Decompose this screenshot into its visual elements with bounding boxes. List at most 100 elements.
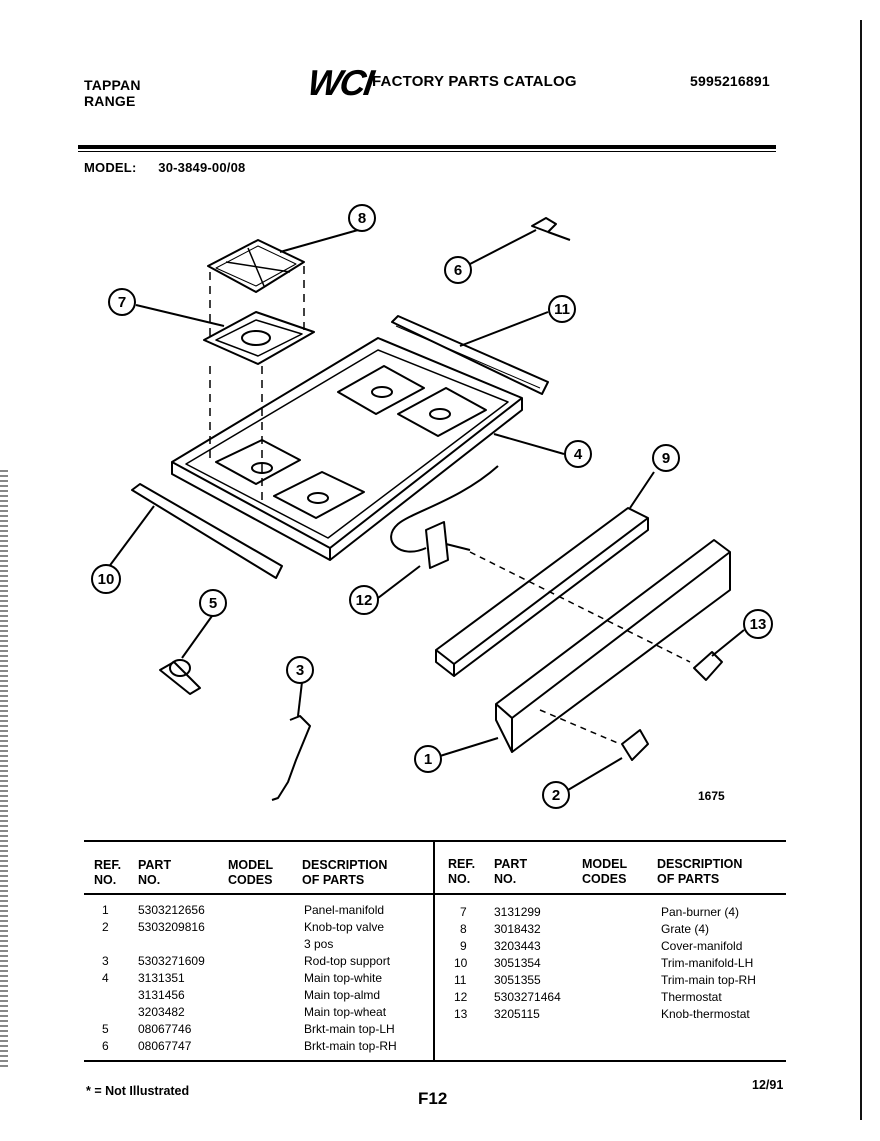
hdr-text: NO.	[138, 873, 161, 887]
thermostat	[425, 521, 449, 569]
ref-no: 10	[454, 956, 468, 970]
callout-2: 2	[542, 781, 570, 809]
callout-9: 9	[652, 444, 680, 472]
callout-6: 6	[444, 256, 472, 284]
cover-manifold	[435, 507, 649, 665]
table-header-rule	[84, 893, 786, 895]
part-no: 5303212656	[138, 903, 205, 917]
svg-text:9: 9	[662, 450, 670, 467]
part-no: 08067747	[138, 1039, 192, 1053]
figure-number: 1675	[698, 789, 725, 803]
model-value: 30-3849-00/08	[158, 160, 246, 175]
part-desc: Thermostat	[661, 990, 722, 1004]
part-no: 3131456	[138, 988, 185, 1002]
header-rule	[78, 145, 776, 149]
ref-no: 1	[102, 903, 109, 917]
part-no: 3131299	[494, 905, 541, 919]
hdr-text: NO.	[94, 873, 117, 887]
part-no: 3205115	[494, 1007, 540, 1021]
ref-no: 9	[460, 939, 467, 953]
hdr-part-right: PART NO.	[494, 857, 527, 887]
ref-no: 7	[460, 905, 467, 919]
knob-top-valve	[621, 729, 649, 761]
brand-line2: RANGE	[84, 93, 136, 109]
part-no: 08067746	[138, 1022, 192, 1036]
callout-11: 11	[548, 295, 576, 323]
trim-main-top-rh	[391, 315, 549, 395]
part-no: 5303271609	[138, 954, 205, 968]
model-label: MODEL:	[84, 160, 137, 175]
hdr-text: REF.	[448, 857, 476, 871]
part-desc: Pan-burner (4)	[661, 905, 740, 919]
callout-3: 3	[286, 656, 314, 684]
hdr-text: OF PARTS	[302, 873, 365, 887]
hdr-text: CODES	[582, 872, 627, 886]
part-desc: Main top-white	[304, 971, 383, 985]
brand-line1: TAPPAN	[84, 77, 141, 93]
rod-top-support	[271, 715, 311, 801]
part-desc: Main top-wheat	[304, 1005, 387, 1019]
svg-text:13: 13	[750, 616, 767, 633]
hdr-ref-left: REF. NO.	[94, 858, 121, 888]
part-no: 3051355	[494, 973, 541, 987]
hdr-part-left: PART NO.	[138, 858, 171, 888]
svg-text:8: 8	[358, 210, 366, 227]
knob-thermostat	[693, 651, 723, 681]
ref-no: 13	[454, 1007, 468, 1021]
svg-text:5: 5	[209, 595, 217, 612]
catalog-number: 5995216891	[690, 73, 770, 89]
main-top	[171, 337, 523, 549]
part-no: 5303271464	[494, 990, 561, 1004]
trim-manifold-lh	[131, 483, 283, 579]
part-no: 3131351	[138, 971, 185, 985]
bracket-rh	[531, 217, 571, 241]
brand-name: TAPPAN RANGE	[84, 77, 141, 109]
callout-13: 13	[743, 609, 773, 639]
svg-text:11: 11	[554, 301, 570, 318]
hdr-text: MODEL	[228, 858, 274, 872]
ref-no: 11	[454, 973, 467, 987]
svg-text:2: 2	[552, 787, 560, 804]
svg-text:12: 12	[356, 592, 373, 609]
panel-manifold	[495, 539, 731, 719]
hdr-text: REF.	[94, 858, 122, 872]
callout-7: 7	[108, 288, 136, 316]
table-bottom-rule	[84, 1060, 786, 1062]
ref-no: 3	[102, 954, 109, 968]
scan-edge	[0, 470, 8, 1070]
ref-no: 4	[102, 971, 109, 985]
hdr-text: MODEL	[582, 857, 628, 871]
hdr-model-right: MODEL CODES	[582, 857, 627, 887]
callout-5: 5	[199, 589, 227, 617]
header-rule-thin	[78, 151, 776, 152]
part-desc: 3 pos	[304, 937, 334, 951]
part-desc: Rod-top support	[304, 954, 391, 968]
ref-no: 8	[460, 922, 467, 936]
page-code: F12	[418, 1089, 448, 1108]
catalog-title: FACTORY PARTS CATALOG	[372, 73, 577, 90]
hdr-text: PART	[138, 858, 172, 872]
part-desc: Cover-manifold	[661, 939, 743, 953]
part-no: 5303209816	[138, 920, 205, 934]
pan-burner	[203, 311, 315, 365]
part-desc: Panel-manifold	[304, 903, 385, 917]
part-desc: Knob-thermostat	[661, 1007, 750, 1021]
part-desc: Brkt-main top-LH	[304, 1022, 395, 1036]
exploded-parts-diagram: 8 7 6 11 4 9 10 12 5 3 13 1 2 1675	[91, 204, 773, 809]
not-illustrated-note: * = Not Illustrated	[86, 1084, 190, 1098]
revision-date: 12/91	[752, 1078, 784, 1092]
svg-text:1: 1	[424, 751, 432, 768]
ref-no: 2	[102, 920, 109, 934]
svg-text:6: 6	[454, 262, 462, 279]
part-desc: Trim-main top-RH	[661, 973, 756, 987]
ref-no: 5	[102, 1022, 109, 1036]
callout-12: 12	[349, 585, 379, 615]
svg-text:4: 4	[574, 446, 583, 463]
table-divider	[433, 840, 435, 1062]
table-top-rule	[84, 840, 786, 842]
hdr-text: NO.	[448, 872, 471, 886]
hdr-text: DESCRIPTION	[302, 858, 388, 872]
part-desc: Grate (4)	[661, 922, 710, 936]
part-desc: Trim-manifold-LH	[661, 956, 754, 970]
svg-text:3: 3	[296, 662, 304, 679]
